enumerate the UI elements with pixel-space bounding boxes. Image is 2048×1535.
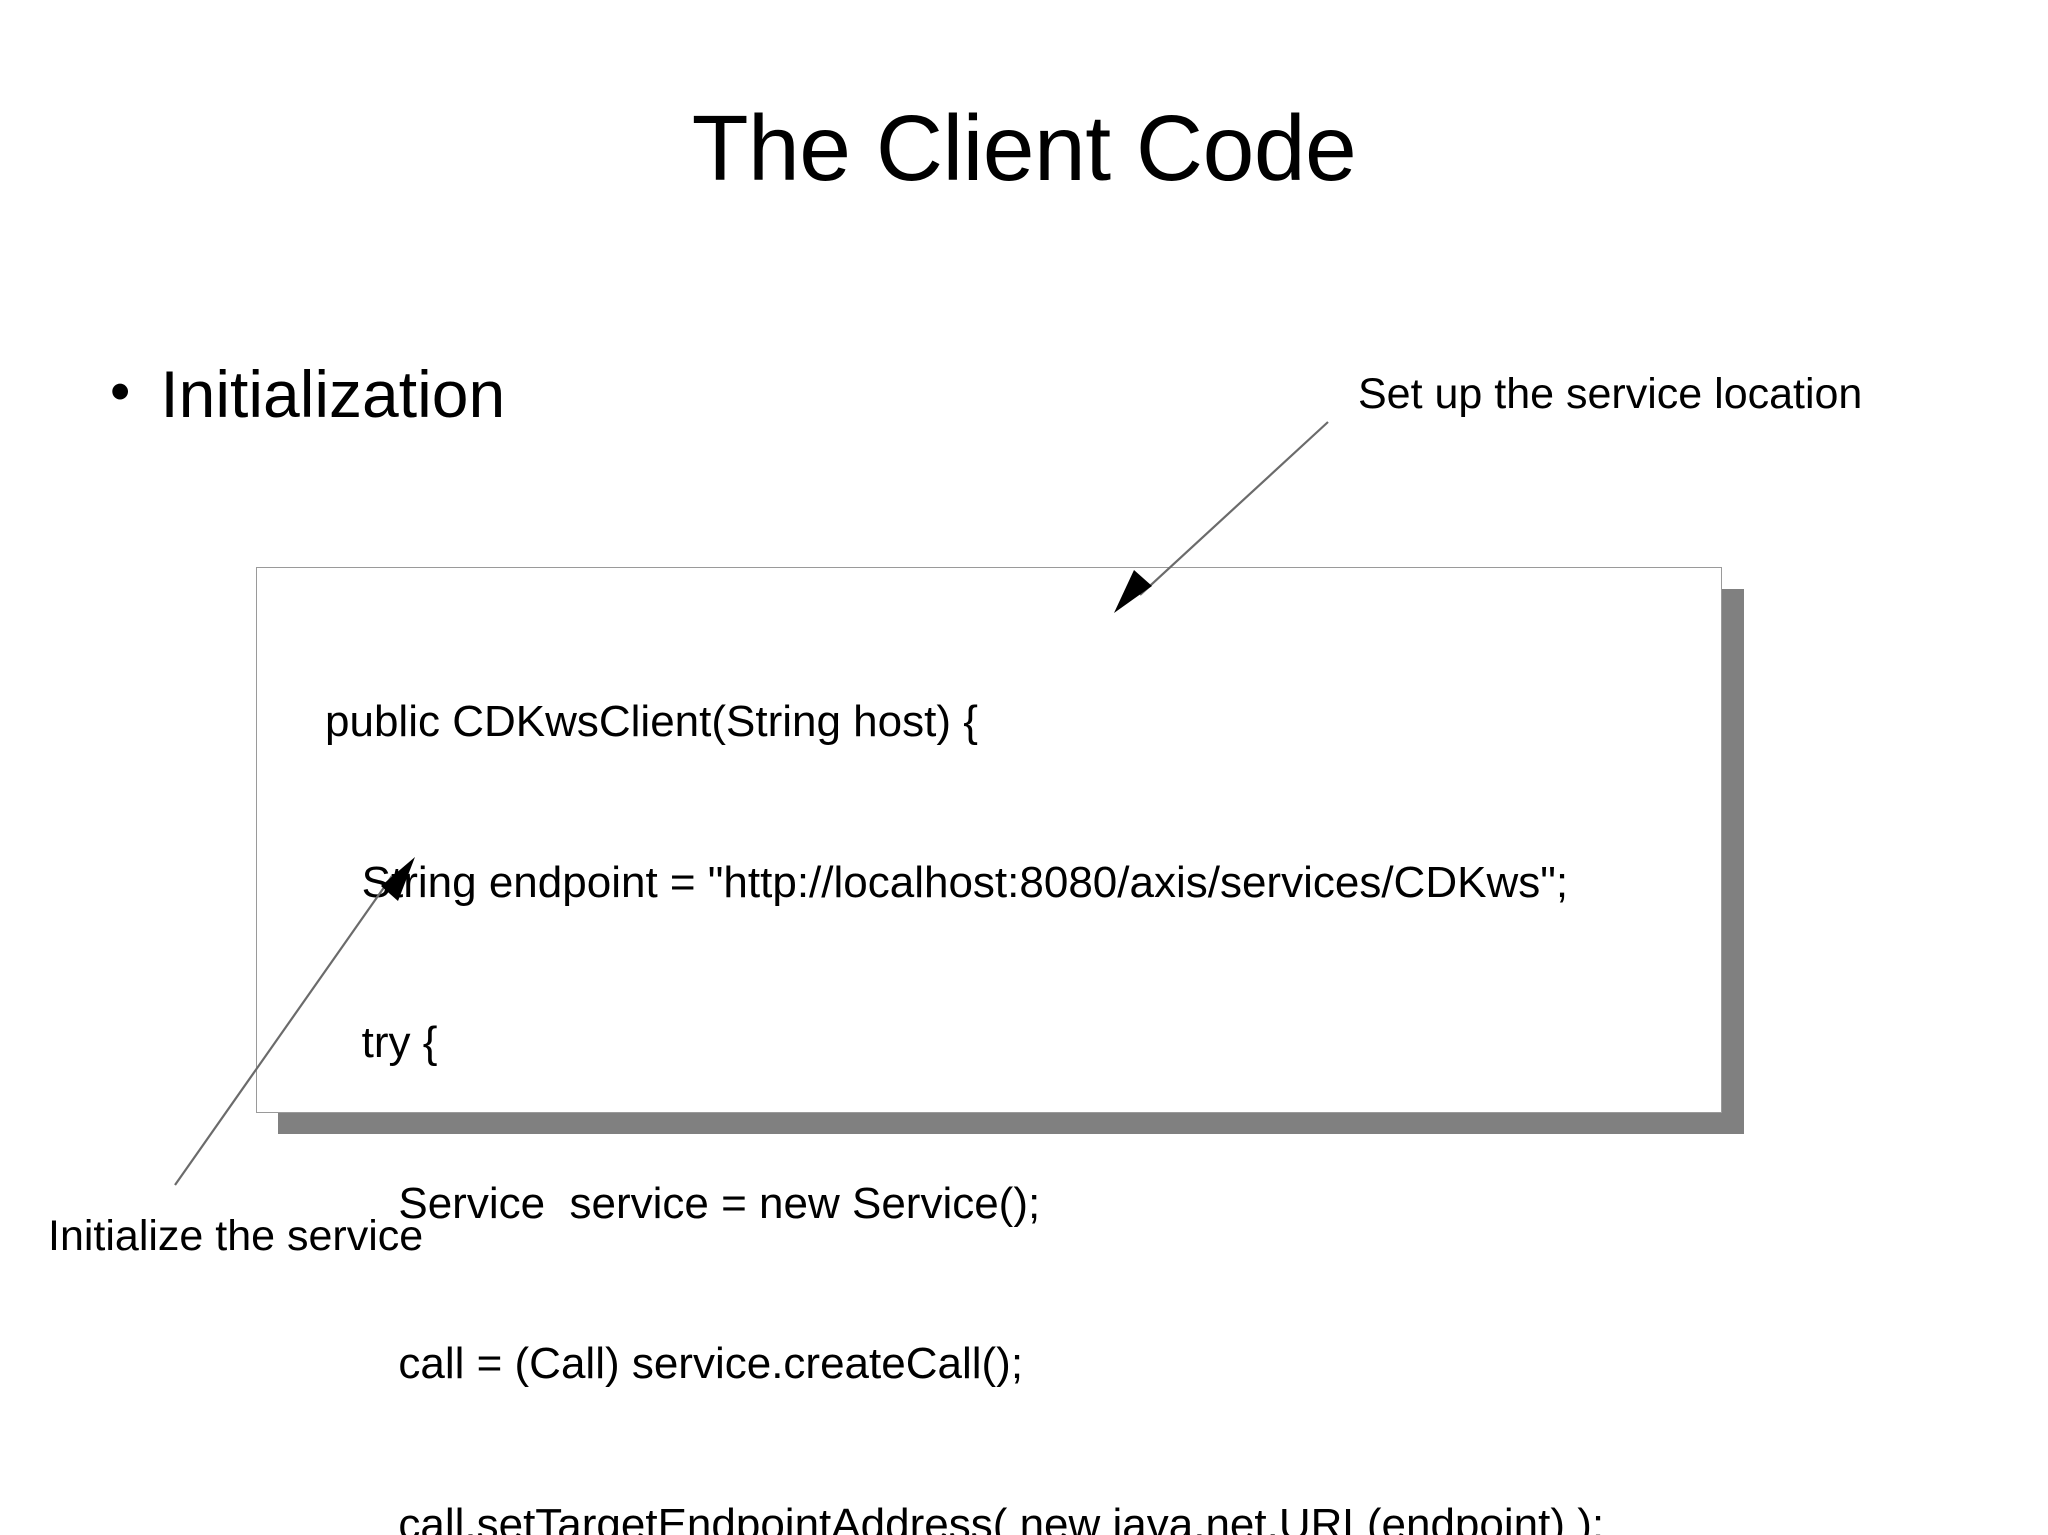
code-line: String endpoint = "http://localhost:8080… <box>325 857 1569 907</box>
code-line: public CDKwsClient(String host) { <box>325 697 978 746</box>
callout-label-initialize-the-service: Initialize the service <box>48 1212 424 1260</box>
code-line: Service service = new Service(); <box>325 1178 1041 1228</box>
bullet-marker-icon: • <box>110 359 131 424</box>
code-box <box>256 567 1722 1113</box>
code-line: call.setTargetEndpointAddress( new java.… <box>325 1499 1605 1535</box>
code-line: try { <box>325 1018 438 1067</box>
bullet-list: • Initialization <box>110 357 1010 432</box>
code-listing: public CDKwsClient(String host) { String… <box>325 588 1604 1535</box>
code-line: call = (Call) service.createCall(); <box>325 1339 1024 1388</box>
bullet-item-label: Initialization <box>160 357 506 431</box>
page-title: The Client Code <box>691 96 1357 200</box>
callout-label-set-up-service-location: Set up the service location <box>1358 370 1863 418</box>
list-item: • Initialization <box>110 357 1010 432</box>
